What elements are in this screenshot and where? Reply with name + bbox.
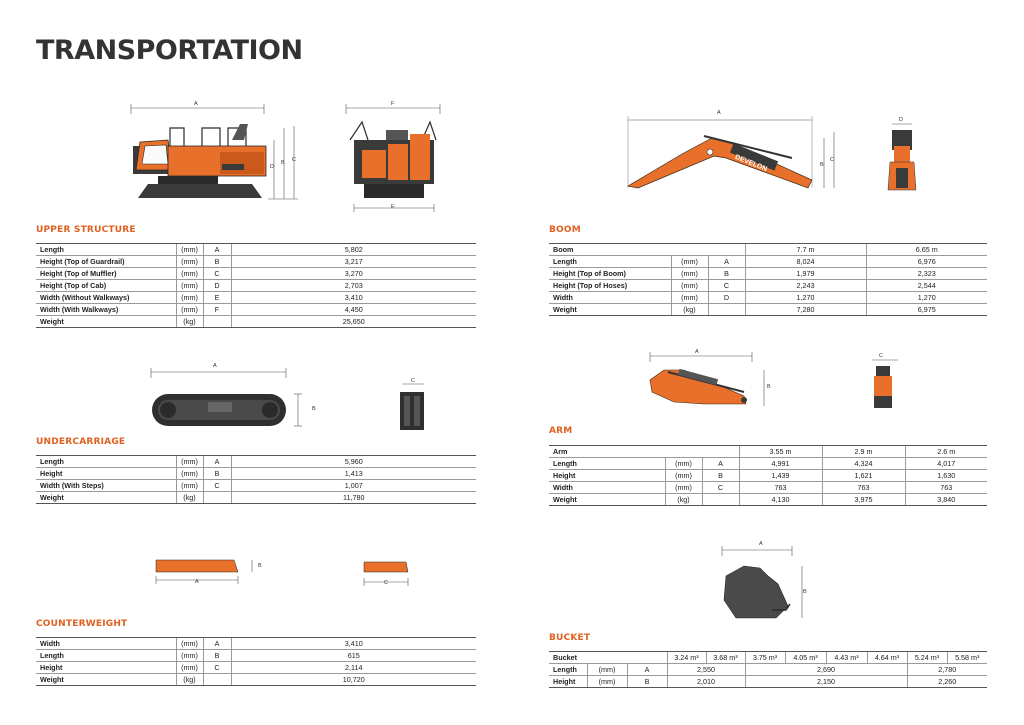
boom-heading: BOOM (549, 225, 581, 235)
boom-dim-c: C (830, 157, 834, 163)
page-title: TRANSPORTATION (36, 35, 303, 66)
bucket-dim-a: A (759, 541, 763, 547)
upper-dim-d: D (270, 164, 274, 170)
arm-top-view (872, 359, 898, 408)
upper-structure-rear-view (345, 104, 441, 212)
table-row: Weight(kg)10,720 (36, 673, 476, 686)
upper-dim-b: B (281, 160, 285, 166)
counterweight-side-view (363, 561, 409, 586)
undercarriage-dim-a: A (213, 363, 217, 369)
counterweight-heading: COUNTERWEIGHT (36, 619, 128, 629)
counterweight-dim-a: A (195, 579, 199, 585)
upper-dim-a: A (194, 101, 198, 107)
upper-dim-c: C (292, 157, 296, 163)
boom-dim-a: A (717, 110, 721, 116)
bucket-dim-b: B (803, 589, 807, 595)
undercarriage-dim-b: B (312, 406, 316, 412)
boom-dim-d: D (899, 117, 903, 123)
undercarriage-front-view (400, 383, 424, 430)
bucket-side-view (721, 546, 803, 619)
upper-dim-e: E (391, 204, 395, 210)
counterweight-top-view (155, 559, 253, 584)
arm-side-view (649, 352, 765, 406)
arm-dim-c: C (879, 353, 883, 359)
arm-dim-a: A (695, 349, 699, 355)
table-row: Weight(kg)11,780 (36, 491, 476, 504)
arm-dim-b: B (767, 384, 771, 390)
table-row: Weight(kg)25,650 (36, 315, 476, 328)
bucket-heading: BUCKET (549, 633, 591, 643)
boom-top-view (887, 123, 917, 191)
boom-dim-b: B (820, 162, 824, 168)
counterweight-dim-c: C (384, 580, 388, 586)
counterweight-dim-b: B (258, 563, 262, 569)
undercarriage-side-view (150, 368, 302, 427)
undercarriage-dim-c: C (411, 378, 415, 384)
arm-heading: ARM (549, 426, 573, 436)
boom-side-view (627, 116, 835, 189)
undercarriage-heading: UNDERCARRIAGE (36, 437, 126, 447)
upper-dim-f: F (391, 101, 395, 107)
upper-structure-heading: UPPER STRUCTURE (36, 225, 136, 235)
upper-structure-side-view (130, 104, 298, 200)
